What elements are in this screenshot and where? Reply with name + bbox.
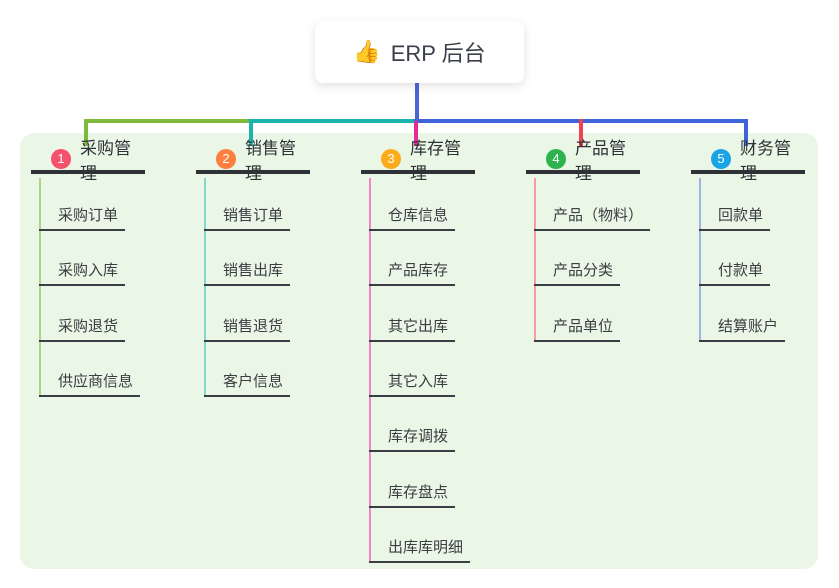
child-label: 产品分类 <box>553 262 614 279</box>
child-label: 回款单 <box>718 207 764 224</box>
child-node[interactable]: 采购退货 <box>39 314 126 342</box>
child-node[interactable]: 产品分类 <box>534 258 621 286</box>
connector-branch1-drop <box>84 119 88 146</box>
branch5-badge: 5 <box>711 148 731 169</box>
connector-branch2-horizontal <box>251 119 418 123</box>
child-node[interactable]: 产品单位 <box>534 314 621 342</box>
branch5-child-line <box>699 178 701 342</box>
child-node[interactable]: 产品（物料） <box>534 203 651 231</box>
connector-branch5-drop <box>744 119 748 146</box>
branch1-child-line <box>39 178 41 397</box>
branch5-label: 财务管理 <box>740 138 791 183</box>
child-node[interactable]: 回款单 <box>699 203 771 231</box>
child-label: 库存盘点 <box>388 484 449 501</box>
child-node[interactable]: 结算账户 <box>699 314 786 342</box>
branch1-badge: 1 <box>51 148 71 169</box>
branch4-badge: 4 <box>546 148 566 169</box>
branch3-child-line <box>369 178 371 563</box>
child-node[interactable]: 仓库信息 <box>369 203 456 231</box>
child-node[interactable]: 出库库明细 <box>369 535 471 563</box>
root-node[interactable]: 👍 ERP 后台 <box>315 21 524 83</box>
child-node[interactable]: 其它出库 <box>369 314 456 342</box>
branch4-label: 产品管理 <box>575 138 626 183</box>
thumbs-up-icon: 👍 <box>353 39 381 64</box>
branch1-label: 采购管理 <box>80 138 131 183</box>
branch2-badge: 2 <box>216 148 236 169</box>
connector-branch2-drop <box>249 119 253 146</box>
branches-panel <box>20 133 818 569</box>
branch2-child-line <box>204 178 206 397</box>
branch-heading-finance[interactable]: 5 财务管理 <box>691 139 805 183</box>
child-label: 结算账户 <box>718 318 779 335</box>
child-label: 客户信息 <box>223 373 284 390</box>
branch-heading-purchase[interactable]: 1 采购管理 <box>31 139 145 183</box>
branch-heading-inventory[interactable]: 3 库存管理 <box>361 139 475 183</box>
child-label: 采购订单 <box>58 207 119 224</box>
child-node[interactable]: 其它入库 <box>369 369 456 397</box>
branch3-label: 库存管理 <box>410 138 461 183</box>
child-label: 采购入库 <box>58 262 119 279</box>
child-label: 产品库存 <box>388 262 449 279</box>
child-node[interactable]: 销售退货 <box>204 314 291 342</box>
child-node[interactable]: 采购订单 <box>39 203 126 231</box>
root-label: ERP 后台 <box>390 41 486 66</box>
child-node[interactable]: 付款单 <box>699 258 771 286</box>
child-node[interactable]: 供应商信息 <box>39 369 141 397</box>
child-label: 销售退货 <box>223 318 284 335</box>
child-node[interactable]: 产品库存 <box>369 258 456 286</box>
branch-heading-product[interactable]: 4 产品管理 <box>526 139 640 183</box>
child-node[interactable]: 客户信息 <box>204 369 291 397</box>
connector-branch4-drop <box>579 119 583 146</box>
connector-branch3-drop <box>414 121 418 146</box>
child-label: 产品单位 <box>553 318 614 335</box>
child-label: 库存调拨 <box>388 428 449 445</box>
child-label: 出库库明细 <box>388 539 464 556</box>
child-label: 销售订单 <box>223 207 284 224</box>
child-node[interactable]: 销售出库 <box>204 258 291 286</box>
child-label: 产品（物料） <box>553 207 644 224</box>
child-label: 仓库信息 <box>388 207 449 224</box>
child-label: 其它出库 <box>388 318 449 335</box>
child-node[interactable]: 销售订单 <box>204 203 291 231</box>
child-label: 采购退货 <box>58 318 119 335</box>
child-label: 供应商信息 <box>58 373 134 390</box>
branch3-badge: 3 <box>381 148 401 169</box>
child-label: 其它入库 <box>388 373 449 390</box>
branch4-child-line <box>534 178 536 342</box>
child-label: 销售出库 <box>223 262 284 279</box>
root-connector <box>415 83 419 121</box>
child-node[interactable]: 采购入库 <box>39 258 126 286</box>
child-label: 付款单 <box>718 262 764 279</box>
child-node[interactable]: 库存调拨 <box>369 424 456 452</box>
child-node[interactable]: 库存盘点 <box>369 480 456 508</box>
branch-heading-sales[interactable]: 2 销售管理 <box>196 139 310 183</box>
branch2-label: 销售管理 <box>245 138 296 183</box>
